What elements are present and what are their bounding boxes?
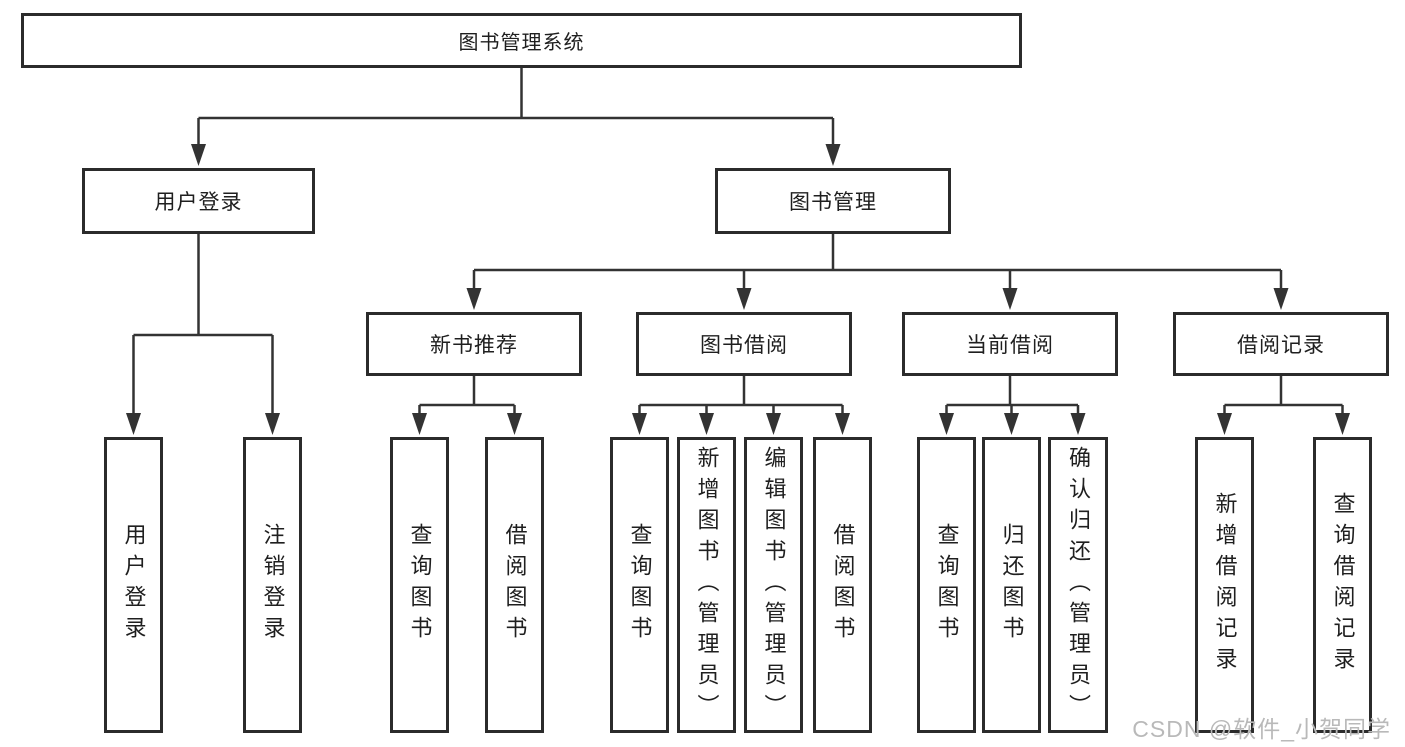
- book-management-connectors: [466, 234, 1289, 310]
- leaf-borrow-query-books: 查询图书: [610, 437, 669, 733]
- arrow-down-icon: [632, 413, 647, 435]
- arrow-down-icon: [412, 413, 427, 435]
- node-label: 新书推荐: [430, 334, 518, 357]
- node-label: 编辑图书（管理员）: [761, 445, 787, 725]
- leaf-borrow-borrow-books: 借阅图书: [813, 437, 872, 733]
- borrow-records-connectors: [1217, 376, 1350, 435]
- arrow-down-icon: [736, 288, 752, 310]
- node-label: 查询借阅记录: [1330, 492, 1356, 678]
- current-borrow-connectors: [939, 376, 1086, 435]
- arrow-down-icon: [939, 413, 954, 435]
- node-label: 确认归还（管理员）: [1066, 445, 1091, 725]
- leaf-logout: 注销登录: [243, 437, 302, 733]
- node-root: 图书管理系统: [21, 13, 1022, 68]
- node-label: 用户登录: [121, 523, 147, 647]
- arrow-down-icon: [699, 413, 714, 435]
- node-user-login: 用户登录: [82, 168, 315, 234]
- node-label: 归还图书: [999, 523, 1025, 647]
- node-label: 注销登录: [260, 523, 286, 647]
- arrow-down-icon: [1217, 413, 1232, 435]
- leaf-newbook-borrow-books: 借阅图书: [485, 437, 544, 733]
- arrow-down-icon: [1273, 288, 1289, 310]
- node-label: 查询图书: [407, 523, 433, 647]
- leaf-current-return-books: 归还图书: [982, 437, 1041, 733]
- arrow-down-icon: [126, 413, 141, 435]
- node-borrow-records: 借阅记录: [1173, 312, 1389, 376]
- leaf-borrow-add-books-admin: 新增图书（管理员）: [677, 437, 736, 733]
- node-current-borrow: 当前借阅: [902, 312, 1118, 376]
- leaf-current-query-books: 查询图书: [917, 437, 976, 733]
- arrow-down-icon: [825, 144, 841, 166]
- leaf-borrow-edit-books-admin: 编辑图书（管理员）: [744, 437, 803, 733]
- node-book-management: 图书管理: [715, 168, 951, 234]
- arrow-down-icon: [1004, 413, 1019, 435]
- book-borrow-connectors: [632, 376, 850, 435]
- arrow-down-icon: [265, 413, 280, 435]
- node-label: 借阅图书: [830, 523, 856, 647]
- arrow-down-icon: [1070, 413, 1086, 435]
- leaf-record-add: 新增借阅记录: [1195, 437, 1254, 733]
- leaf-current-confirm-return-admin: 确认归还（管理员）: [1048, 437, 1108, 733]
- watermark: CSDN @软件_小贺同学: [1132, 716, 1391, 742]
- node-label: 用户登录: [154, 191, 243, 214]
- arrow-down-icon: [835, 413, 850, 435]
- arrow-down-icon: [191, 144, 206, 166]
- node-book-borrow: 图书借阅: [636, 312, 852, 376]
- leaf-newbook-query-books: 查询图书: [390, 437, 449, 733]
- node-label: 查询图书: [627, 523, 653, 647]
- arrow-down-icon: [507, 413, 522, 435]
- root-connectors: [191, 68, 841, 166]
- node-label: 图书借阅: [700, 334, 788, 357]
- node-label: 新增借阅记录: [1212, 492, 1238, 678]
- node-label: 图书管理: [789, 191, 877, 214]
- arrow-down-icon: [1002, 288, 1018, 310]
- new-book-connectors: [412, 376, 522, 435]
- leaf-record-query: 查询借阅记录: [1313, 437, 1372, 733]
- node-label: 查询图书: [934, 523, 960, 647]
- node-label: 借阅记录: [1237, 334, 1325, 357]
- arrow-down-icon: [466, 288, 482, 310]
- node-label: 新增图书（管理员）: [694, 445, 720, 725]
- user-login-connectors: [126, 234, 280, 435]
- arrow-down-icon: [766, 413, 781, 435]
- node-new-book-recommend: 新书推荐: [366, 312, 582, 376]
- node-label: 借阅图书: [502, 523, 528, 647]
- node-label: 当前借阅: [966, 334, 1054, 357]
- node-label: 图书管理系统: [458, 32, 585, 54]
- arrow-down-icon: [1335, 413, 1350, 435]
- leaf-user-login: 用户登录: [104, 437, 163, 733]
